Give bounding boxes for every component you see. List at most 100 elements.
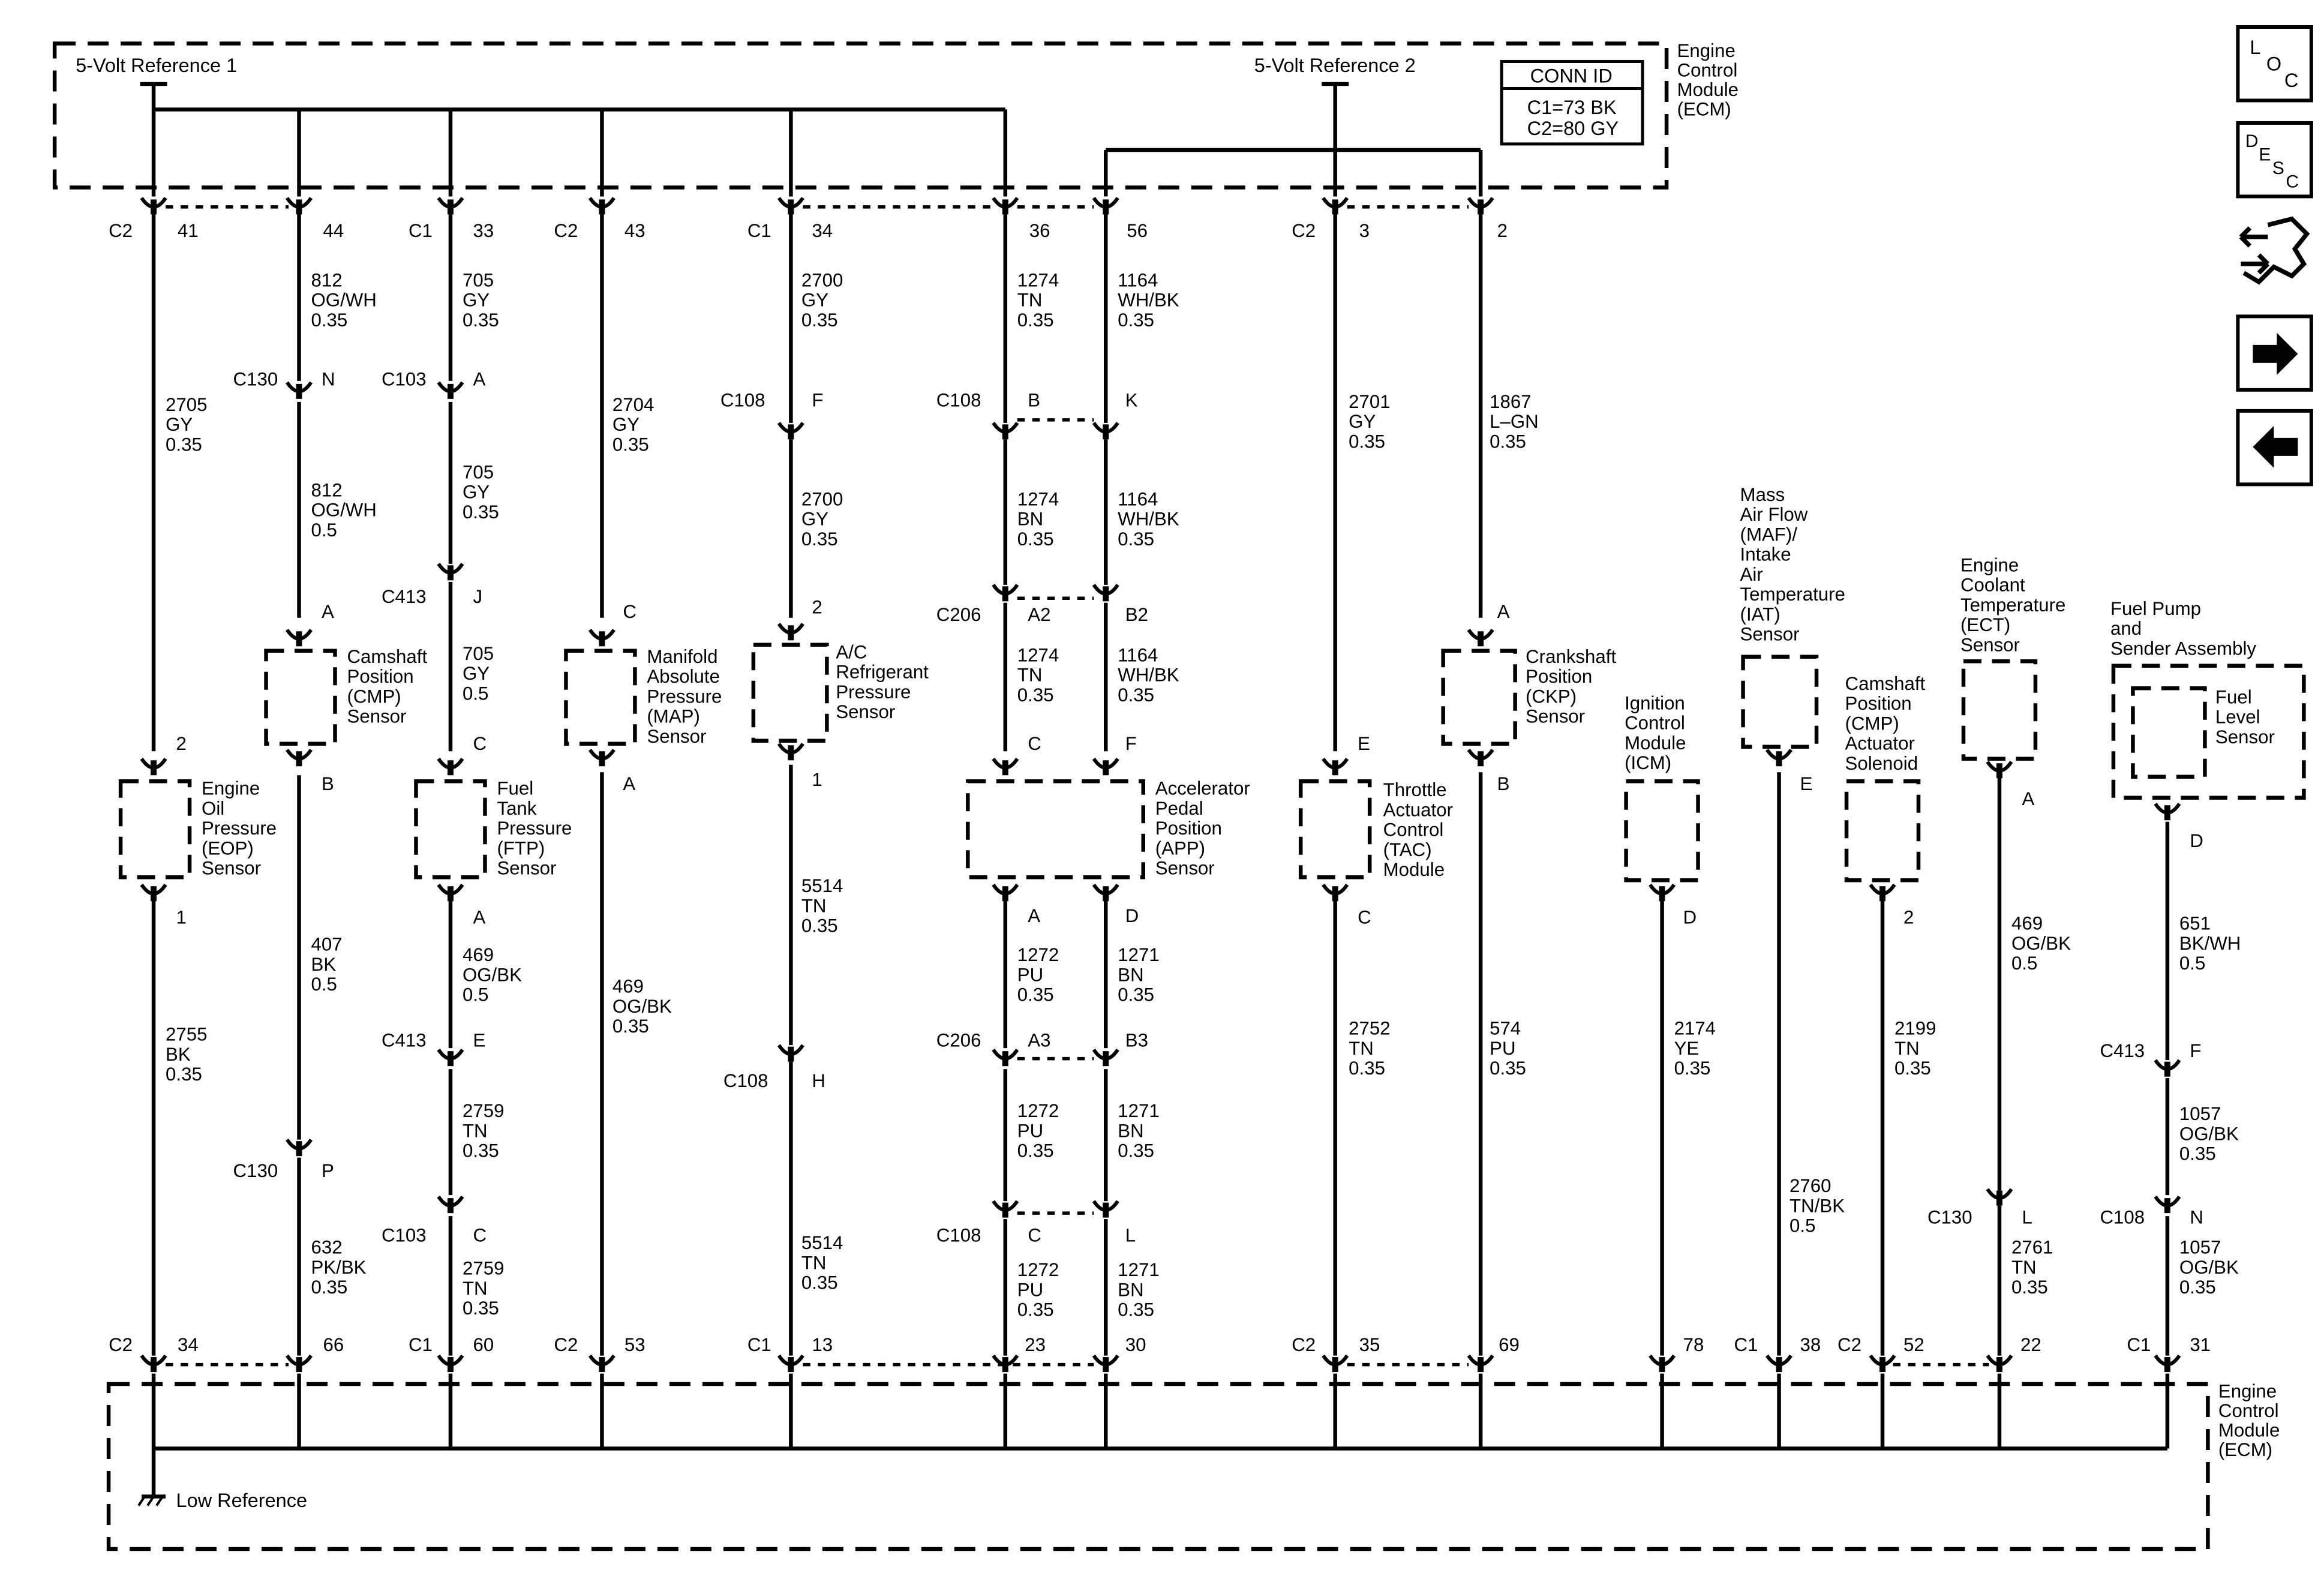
connector-terminal-36 bbox=[1092, 1048, 1119, 1067]
pin-label-t31: B2 bbox=[1125, 604, 1148, 625]
pin-label-t74: 66 bbox=[323, 1334, 344, 1355]
next-arrow-icon[interactable] bbox=[2236, 314, 2313, 392]
connector-terminal-32 bbox=[286, 1138, 313, 1157]
fuel-pump-assembly-box bbox=[2111, 664, 2306, 800]
pin-label-t58: F bbox=[2190, 1040, 2201, 1061]
connector-terminal-30 bbox=[992, 584, 1019, 602]
connector-terminal-5 bbox=[777, 197, 804, 215]
pin-label-t44: 1 bbox=[176, 907, 187, 928]
pin-label-t86: 78 bbox=[1683, 1334, 1704, 1355]
pin-label-t50: 2 bbox=[1903, 907, 1914, 928]
pin-label-t65: C103 bbox=[382, 1225, 427, 1246]
desc-icon[interactable]: D E S C bbox=[2236, 121, 2313, 199]
pin-label-t18: A bbox=[473, 368, 485, 389]
connector-terminal-37 bbox=[1986, 1188, 2013, 1206]
connector-terminal-38 bbox=[437, 1195, 464, 1214]
pin-label-t55: A3 bbox=[1028, 1030, 1050, 1051]
low-ref-label: Low Reference bbox=[176, 1490, 307, 1511]
pin-label-t82: 30 bbox=[1125, 1334, 1146, 1355]
pin-label-t3: 44 bbox=[323, 220, 344, 241]
pin-label-t81: 23 bbox=[1025, 1334, 1046, 1355]
connector-terminal-1 bbox=[140, 197, 167, 215]
pin-label-t35: C bbox=[473, 733, 487, 754]
connector-terminal-52 bbox=[286, 749, 313, 767]
connector-terminal-40 bbox=[1092, 1200, 1119, 1218]
pin-label-t63: C130 bbox=[1927, 1207, 1972, 1228]
pin-label-t8: C1 bbox=[747, 220, 771, 241]
ref2-label: 5-Volt Reference 2 bbox=[1254, 55, 1416, 76]
pin-label-t14: 2 bbox=[1497, 220, 1508, 241]
svg-text:O: O bbox=[2266, 53, 2281, 74]
icm-box bbox=[1624, 779, 1700, 882]
connector-terminal-55 bbox=[1467, 749, 1494, 767]
pin-label-t34: B bbox=[322, 773, 334, 794]
pin-label-t69: L bbox=[1125, 1225, 1136, 1246]
pin-label-t72: C2 bbox=[109, 1334, 133, 1355]
connector-terminal-58 bbox=[140, 883, 167, 902]
pin-label-t9: 34 bbox=[812, 220, 833, 241]
connector-terminal-3 bbox=[437, 197, 464, 215]
connector-terminal-12 bbox=[437, 1354, 464, 1373]
connector-terminal-65 bbox=[2154, 802, 2181, 821]
connector-terminal-63 bbox=[1649, 883, 1676, 902]
previous-arrow-icon[interactable] bbox=[2236, 409, 2313, 487]
pin-label-t38: C bbox=[1028, 733, 1041, 754]
connector-terminal-45 bbox=[777, 623, 804, 641]
map-sensor-box bbox=[564, 649, 637, 746]
svg-text:C: C bbox=[2286, 172, 2299, 191]
pin-label-t62: P bbox=[322, 1160, 334, 1181]
pin-label-t66: C bbox=[473, 1225, 487, 1246]
connector-terminal-54 bbox=[777, 743, 804, 761]
connector-terminal-33 bbox=[437, 1048, 464, 1067]
pin-label-t80: 13 bbox=[812, 1334, 833, 1355]
nav-icons: L O C D E S C bbox=[2236, 25, 2313, 487]
conn-id-c1: C1=73 BK bbox=[1527, 97, 1617, 118]
connector-terminal-15 bbox=[992, 1354, 1019, 1373]
connector-terminal-10 bbox=[140, 1354, 167, 1373]
pin-label-t26: A bbox=[322, 601, 334, 622]
connector-terminal-6 bbox=[992, 197, 1019, 215]
pin-label-t43: A bbox=[2022, 788, 2034, 809]
connector-terminal-27 bbox=[992, 422, 1019, 440]
pin-label-t22: B bbox=[1028, 389, 1040, 410]
pin-label-t89: C2 bbox=[1837, 1334, 1861, 1355]
pin-label-t59: C108 bbox=[723, 1070, 768, 1091]
connector-terminal-62 bbox=[1322, 883, 1349, 902]
pin-label-t30: A2 bbox=[1028, 604, 1050, 625]
pin-label-t48: C bbox=[1358, 907, 1371, 928]
pin-label-t64: L bbox=[2022, 1207, 2032, 1228]
connector-terminal-18 bbox=[1467, 1354, 1494, 1373]
connector-terminal-53 bbox=[588, 749, 615, 767]
pin-label-t6: C2 bbox=[554, 220, 578, 241]
ecm-bottom-box bbox=[106, 1382, 2210, 1551]
conn-id-c2: C2=80 GY bbox=[1527, 118, 1619, 139]
pin-label-t7: 43 bbox=[624, 220, 645, 241]
repair-icon[interactable] bbox=[2239, 216, 2310, 285]
connector-terminal-35 bbox=[992, 1048, 1019, 1067]
connector-terminal-34 bbox=[777, 1044, 804, 1062]
pin-label-t68: C bbox=[1028, 1225, 1041, 1246]
pin-label-t37: 1 bbox=[812, 769, 822, 790]
loc-icon[interactable]: L O C bbox=[2236, 25, 2313, 103]
